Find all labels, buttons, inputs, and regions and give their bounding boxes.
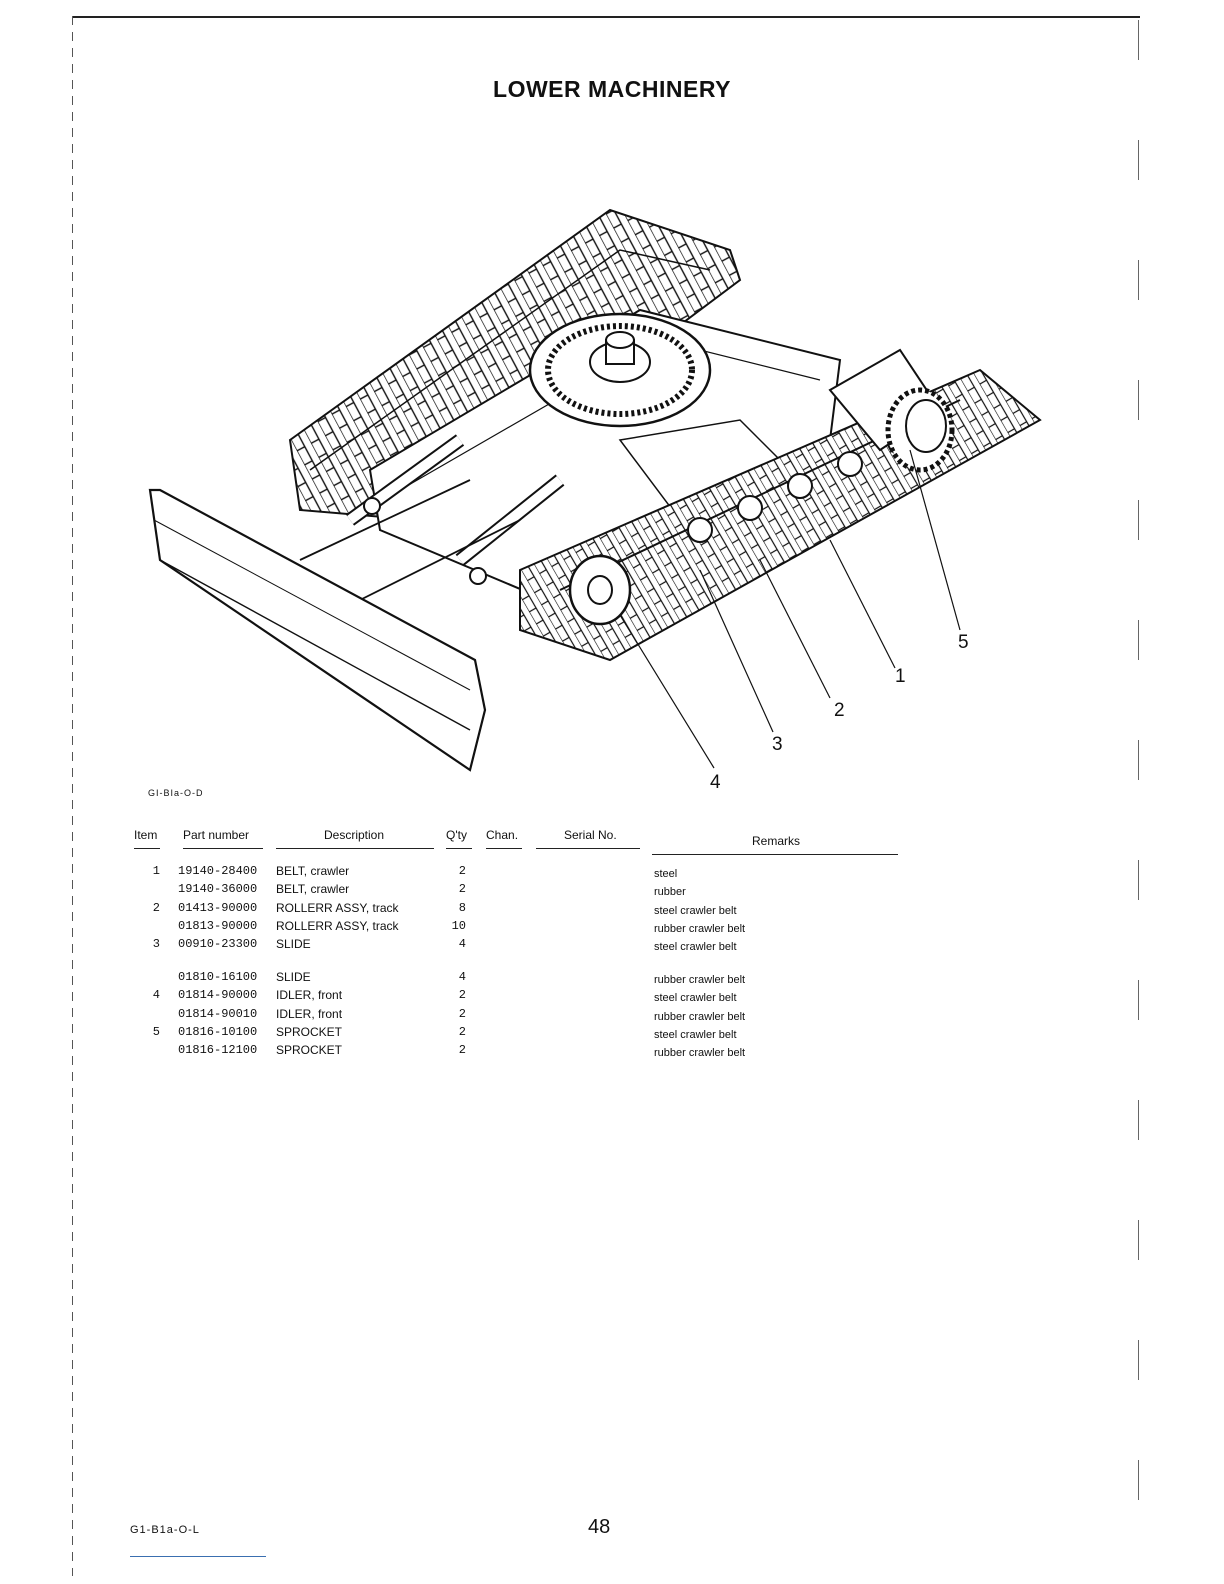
swing-bearing-ring	[528, 312, 712, 428]
callout-3: 3	[772, 734, 783, 755]
lower-machinery-illustration: 1 2 3 4 5	[148, 208, 1042, 790]
figure-code: GI-BIa-O-D	[148, 788, 204, 798]
blade-cylinders	[299, 434, 565, 611]
page-title: LOWER MACHINERY	[493, 76, 731, 102]
sprocket-drive	[828, 348, 955, 473]
header-serial-no: Serial No.	[536, 828, 640, 849]
header-part-number: Part number	[183, 828, 263, 849]
header-description: Description	[276, 828, 434, 849]
footer-rule	[130, 1556, 266, 1557]
header-chan: Chan.	[486, 828, 522, 849]
header-quantity: Q'ty	[446, 828, 472, 849]
footer-code: G1-B1a-O-L	[130, 1524, 200, 1536]
callout-leader-lines	[619, 449, 961, 769]
callout-1: 1	[895, 666, 906, 687]
callout-4: 4	[710, 772, 721, 790]
front-idler	[568, 554, 632, 626]
header-item: Item	[134, 828, 160, 849]
dozer-blade	[148, 488, 487, 772]
callout-5: 5	[958, 632, 969, 653]
header-remarks: Remarks	[652, 834, 898, 855]
callout-2: 2	[834, 700, 845, 721]
page-frame-top	[72, 16, 1140, 18]
page-frame-left	[72, 16, 73, 1576]
page-number: 48	[588, 1516, 611, 1538]
rear-crawler-track	[288, 208, 742, 522]
page-frame-right	[1138, 20, 1139, 1580]
